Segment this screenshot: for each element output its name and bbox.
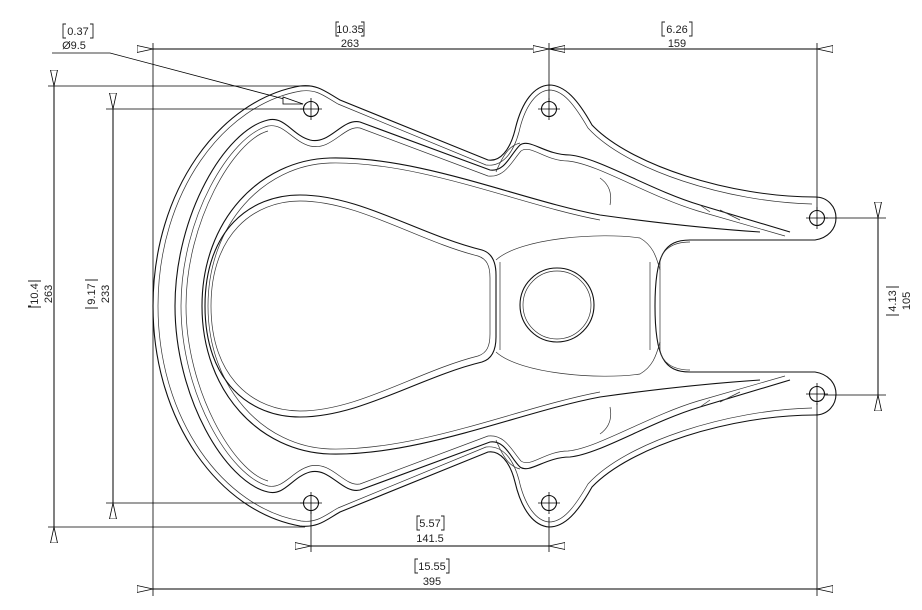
dim-hole-diameter: 0.37 Ø9.5 xyxy=(62,23,94,52)
label-inch: 9.17 xyxy=(86,283,98,304)
dim-bottom-hole-spacing: 5.57 141.5 xyxy=(416,515,445,545)
part-outline xyxy=(152,84,837,528)
dim-arm-hole-spacing: 4.13 105 xyxy=(886,286,913,316)
label-inch: 6.26 xyxy=(666,24,687,36)
label-inch: 10.4 xyxy=(29,283,41,304)
label-mm: 233 xyxy=(100,285,112,303)
dim-overall-width: 15.55 395 xyxy=(414,558,450,588)
label-mm: 141.5 xyxy=(416,533,444,545)
label-inch: 4.13 xyxy=(887,290,899,311)
label-mm: 395 xyxy=(423,576,441,588)
dimension-lines xyxy=(54,49,878,589)
dim-top-left-width: 10.35 263 xyxy=(335,21,365,50)
label-mm: 263 xyxy=(43,285,55,303)
label-inch: 5.57 xyxy=(419,518,440,530)
dim-overall-height: 10.4 263 xyxy=(28,280,55,308)
label-mm: 105 xyxy=(901,292,913,310)
center-boss-circle xyxy=(519,267,595,343)
extension-lines xyxy=(48,43,886,596)
label-mm: Ø9.5 xyxy=(62,40,86,52)
label-inch: 15.55 xyxy=(418,561,446,573)
label-mm: 159 xyxy=(668,38,686,50)
label-mm: 263 xyxy=(341,38,359,50)
label-inch: 0.37 xyxy=(67,26,88,38)
dim-top-right-width: 6.26 159 xyxy=(661,21,693,50)
label-inch: 10.35 xyxy=(336,24,364,36)
dim-hole-spacing-vertical: 9.17 233 xyxy=(85,279,112,309)
